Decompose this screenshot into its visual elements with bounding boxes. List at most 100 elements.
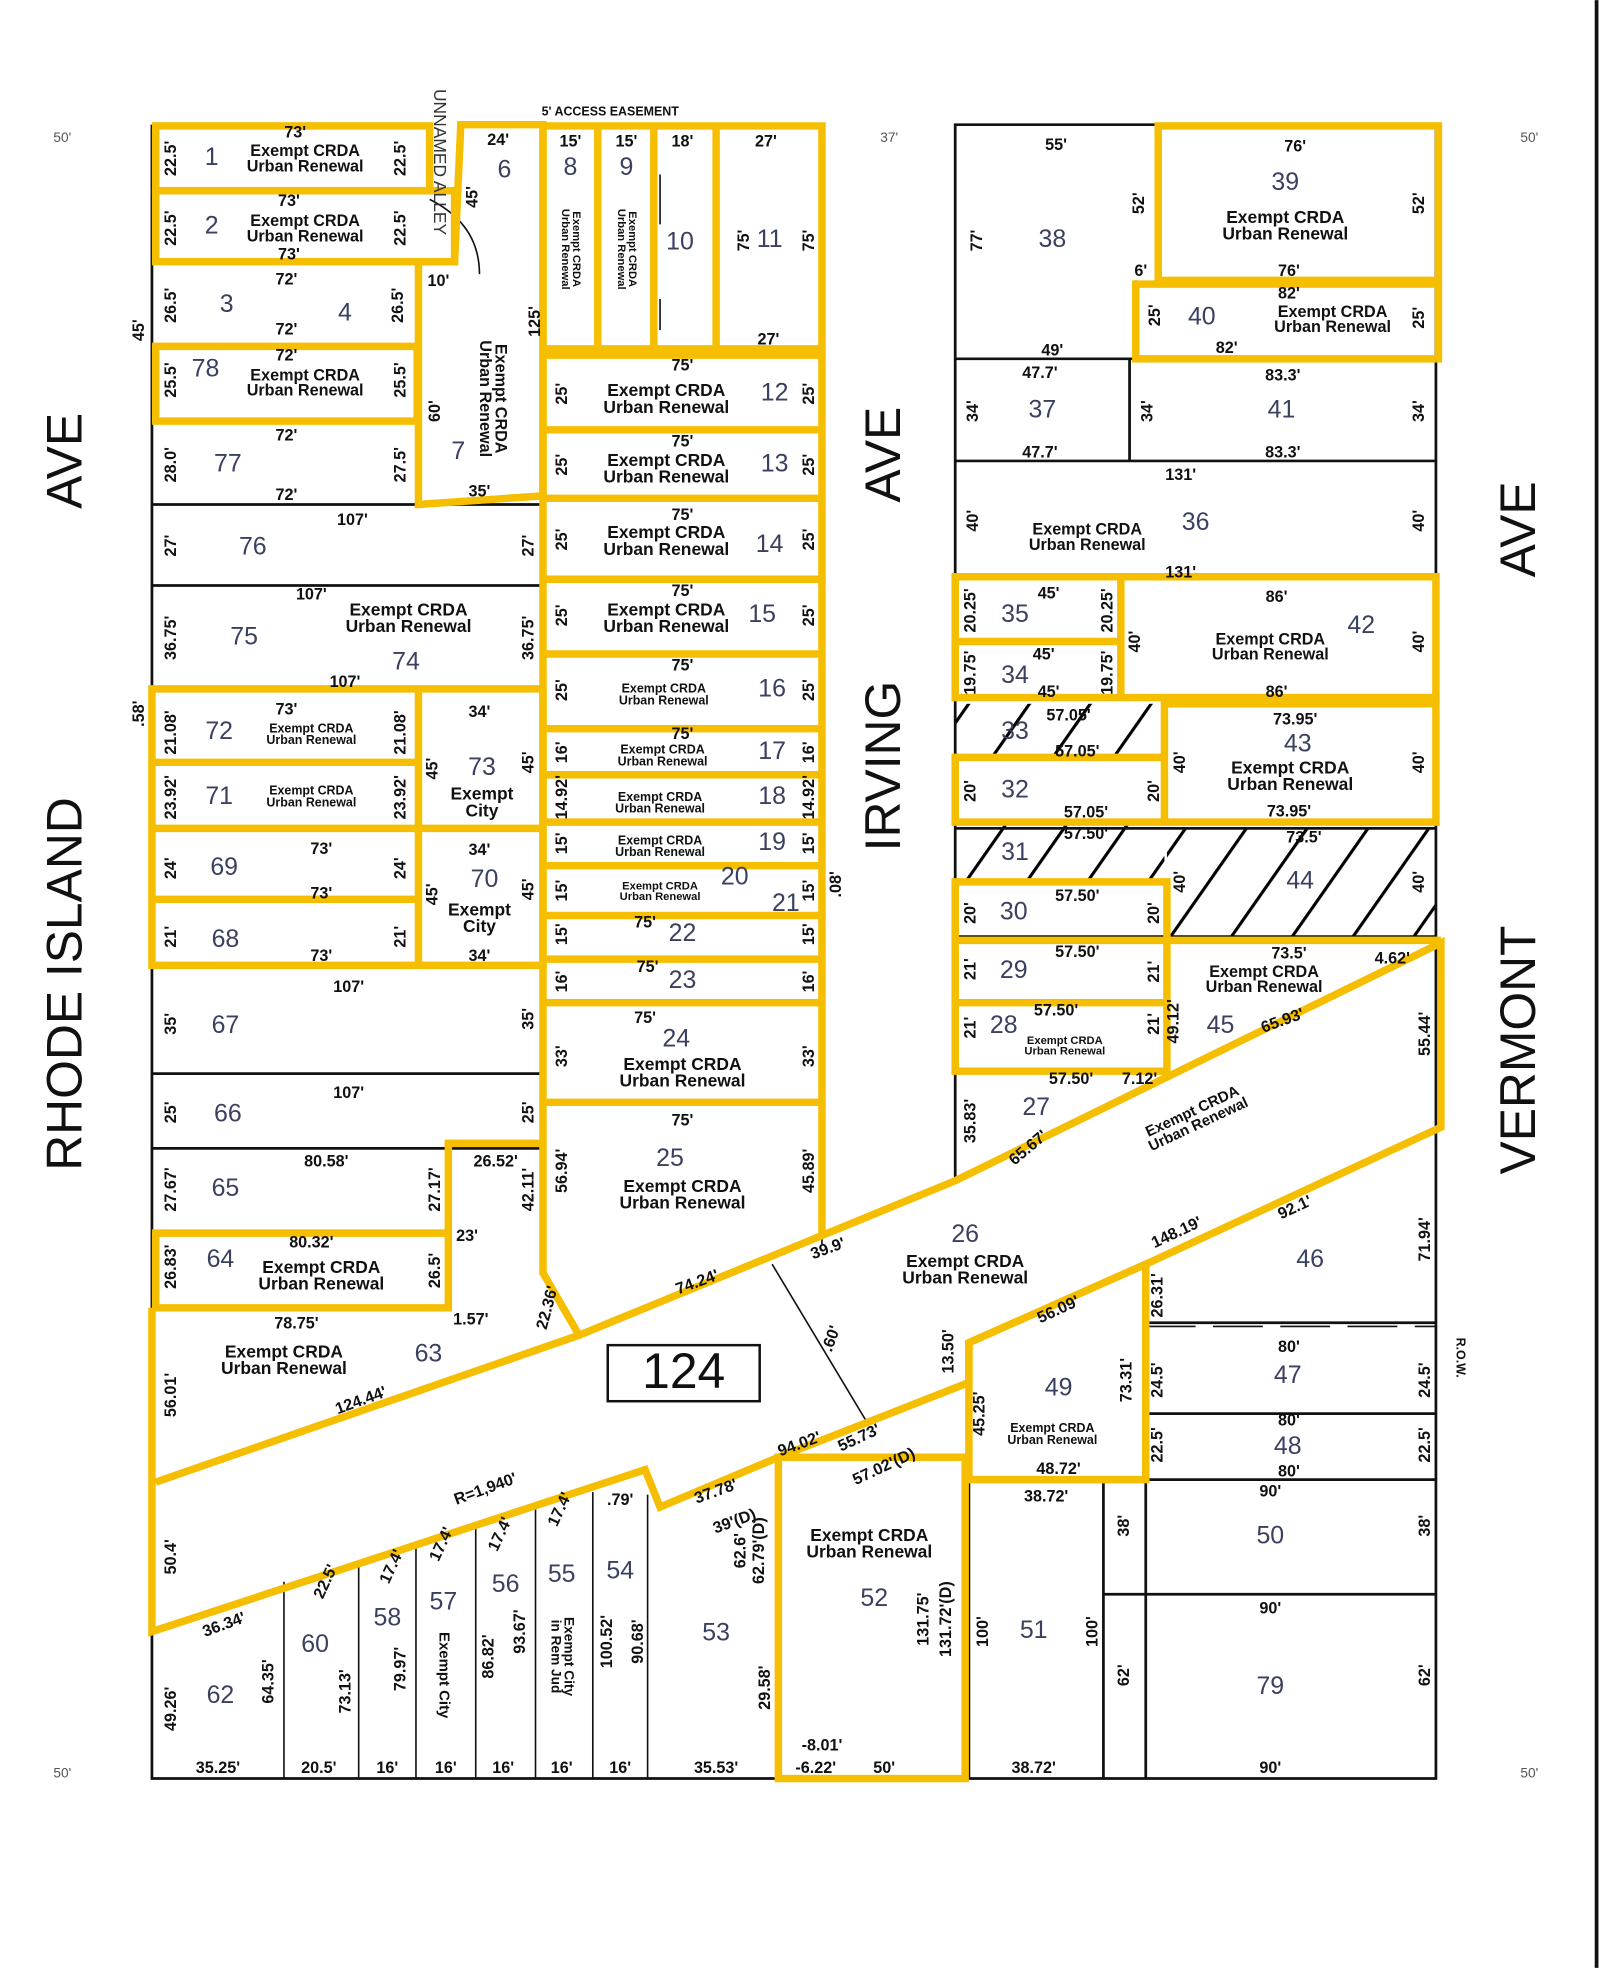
dimension-label: 80' (1278, 1338, 1300, 1356)
dimension-label: 56.94' (553, 1149, 571, 1193)
dimension-label: 48.72' (1036, 1460, 1080, 1478)
dimension-label: 34' (1410, 400, 1428, 422)
dimension-label: 107' (337, 511, 368, 529)
dimension-label: 15' (800, 923, 818, 945)
parcel-note-36: Urban Renewal (1029, 536, 1146, 554)
street-label-vermont: VERMONT (1490, 926, 1546, 1175)
parcel-note-2: Urban Renewal (247, 227, 364, 245)
dimension-label: 73' (278, 246, 300, 264)
parcel-number-24: 24 (662, 1025, 690, 1053)
dimension-label: 25' (800, 604, 818, 626)
dimension-label: 34' (469, 947, 491, 965)
parcel-note-42: Urban Renewal (1212, 646, 1329, 664)
parcel-number-53: 53 (702, 1619, 730, 1647)
dimension-label: 28.0' (162, 447, 180, 482)
dimension-label: 21' (962, 1017, 980, 1039)
parcel-number-45: 45 (1207, 1011, 1235, 1039)
dimension-label: 25' (1146, 304, 1164, 326)
dimension-label: 20' (962, 902, 980, 924)
parcel-note-16: Exempt CRDA (622, 681, 706, 695)
dimension-label: 79.97' (391, 1647, 409, 1691)
dimension-label: 45.89' (800, 1149, 818, 1193)
dimension-label: 75' (672, 357, 694, 375)
parcel-number-28: 28 (990, 1011, 1018, 1039)
dimension-label: 25' (553, 604, 571, 626)
dimension-label: 16' (800, 970, 818, 992)
dimension-label: 23.92' (391, 775, 409, 819)
parcel-number-17: 17 (758, 737, 786, 765)
dimension-label: 40' (1171, 751, 1189, 773)
dimension-label: 76' (1278, 262, 1300, 280)
parcel-number-14: 14 (756, 530, 784, 558)
block-number: 124 (642, 1343, 725, 1399)
dimension-label: 26.52' (473, 1152, 517, 1170)
dimension-label: 22.5' (391, 140, 409, 175)
parcel-note-14: Exempt CRDA (607, 522, 726, 542)
parcel-number-78: 78 (192, 355, 220, 383)
dimension-label: 21' (1145, 960, 1163, 982)
dimension-label: 73' (310, 840, 332, 858)
parcel-number-23: 23 (669, 966, 697, 994)
dimension-label: 50.4' (162, 1539, 180, 1574)
parcel-number-2: 2 (205, 211, 219, 239)
parcel-number-73: 73 (468, 753, 496, 781)
parcel-note-25: Exempt CRDA (623, 1176, 742, 1196)
parcel-note-7: Exempt CRDA (491, 344, 509, 454)
parcel-note-71: Exempt CRDA (269, 784, 353, 798)
dimension-label: 107' (330, 673, 361, 691)
parcel-note-64: Urban Renewal (258, 1274, 384, 1294)
dimension-label: 90.68' (629, 1619, 647, 1663)
parcel-note-18: Exempt CRDA (618, 790, 702, 804)
parcel-note-9: Urban Renewal (615, 209, 627, 290)
dimension-label: 72' (276, 271, 298, 289)
dimension-label: 29.58' (756, 1665, 774, 1709)
street-label-ave-mid: AVE (855, 407, 911, 503)
dimension-label: 45' (1033, 645, 1055, 663)
dimension-label: 57.05' (1055, 743, 1099, 761)
parcel-note-24: Exempt CRDA (623, 1054, 742, 1074)
parcel-number-29: 29 (1000, 956, 1028, 984)
dimension-label: 57.50' (1064, 825, 1108, 843)
dimension-label: 17.4' (426, 1524, 457, 1564)
parcel-note-19: Exempt CRDA (618, 833, 702, 847)
parcel-note-75: Exempt CRDA (349, 599, 468, 619)
dimension-label: 26.5' (162, 287, 180, 322)
dimension-label: 40' (1126, 630, 1144, 652)
dimension-label: 22.5' (391, 210, 409, 245)
row-label: R.O.W. (1453, 1338, 1467, 1378)
dimension-label: 35' (520, 1008, 538, 1030)
parcel-note-55: in Rem Jud (549, 1620, 564, 1694)
dimension-label: 23.92' (162, 775, 180, 819)
dimension-label: 131' (1165, 563, 1196, 581)
dimension-label: 16' (435, 1759, 457, 1777)
dimension-label: 15' (559, 132, 581, 150)
dimension-label: 26.83' (162, 1244, 180, 1288)
dimension-label: 125' (526, 306, 544, 337)
parcel-note-17: Urban Renewal (618, 754, 708, 768)
dimension-label: 25' (553, 528, 571, 550)
parcel-note-40: Urban Renewal (1274, 318, 1391, 336)
dimension-label: 45' (1038, 683, 1060, 701)
parcel-note-7: Urban Renewal (476, 340, 494, 457)
street-labels: AVE RHODE ISLAND AVE IRVING AVE VERMONT … (37, 89, 1546, 1780)
dimension-label: 34' (964, 400, 982, 422)
dimension-label: 49.26' (162, 1687, 180, 1731)
parcel-number-25: 25 (656, 1144, 684, 1172)
parcel-note-49: Urban Renewal (1007, 1433, 1097, 1447)
dimension-label: 24.5' (1416, 1362, 1434, 1397)
dimension-label: 16' (800, 741, 818, 763)
dimension-label: 75' (800, 229, 818, 251)
dimension-label: 75' (637, 958, 659, 976)
parcel-note-16: Urban Renewal (619, 693, 709, 707)
dimension-label: 23' (456, 1227, 478, 1245)
dimension-label: 75' (672, 725, 694, 743)
parcel-number-38: 38 (1039, 225, 1067, 253)
dimension-label: 107' (333, 978, 364, 996)
dimension-label: 16' (551, 1759, 573, 1777)
dimension-label: 20.25' (1099, 588, 1117, 632)
parcel-note-8: Urban Renewal (559, 209, 571, 290)
dimension-label: 100.52' (598, 1615, 616, 1668)
parcel-number-41: 41 (1268, 396, 1296, 424)
dimension-label: 75' (672, 506, 694, 524)
parcel-number-62: 62 (207, 1681, 235, 1709)
